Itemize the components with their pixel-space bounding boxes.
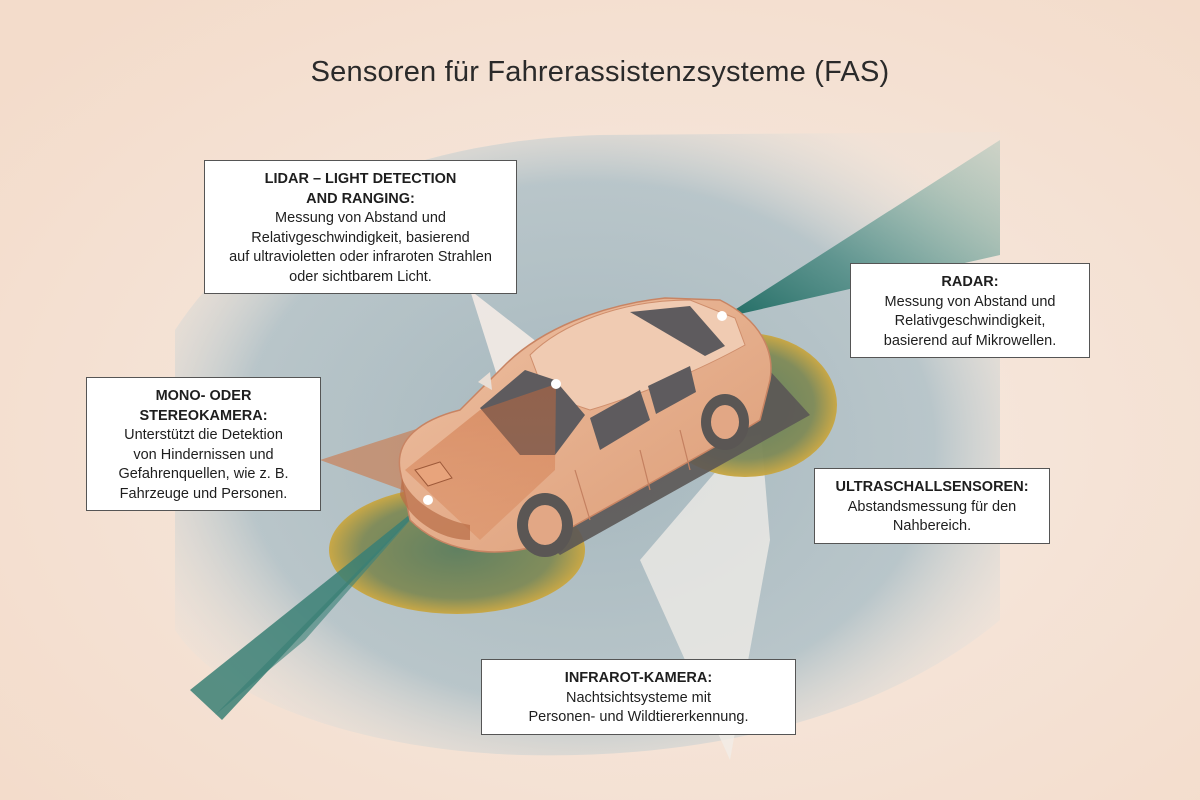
lidar-description: Messung von Abstand und Relativgeschwind… — [229, 210, 492, 285]
car — [398, 297, 772, 557]
camera-beam-core — [190, 500, 428, 720]
ultrasonic-heading: ULTRASCHALLSENSOREN: — [835, 479, 1029, 495]
camera-heading: MONO- ODER STEREOKAMERA: — [139, 388, 268, 424]
diagram-title: Sensoren für Fahrerassistenzsysteme (FAS… — [310, 56, 890, 88]
radar-label-box: RADAR: Messung von Abstand und Relativge… — [850, 263, 1090, 358]
camera-sensor-dot — [423, 495, 433, 505]
lidar-label-box: LIDAR – LIGHT DETECTION AND RANGING: Mes… — [204, 160, 517, 294]
camera-description: Unterstützt die Detektion von Hinderniss… — [118, 427, 289, 502]
ultrasonic-description: Abstandsmessung für den Nahbereich. — [847, 498, 1017, 535]
infrared-heading: INFRAROT-KAMERA: — [564, 670, 713, 686]
infrared-description: Nachtsichtsysteme mit Personen- und Wild… — [528, 689, 749, 726]
lidar-sensor-dot — [551, 379, 561, 389]
radar-heading: RADAR: — [941, 274, 999, 290]
camera-label-box: MONO- ODER STEREOKAMERA: Unterstützt die… — [86, 377, 321, 511]
lidar-heading: LIDAR – LIGHT DETECTION AND RANGING: — [264, 171, 457, 207]
radar-description: Messung von Abstand und Relativgeschwind… — [883, 293, 1057, 349]
radar-beam — [722, 140, 1000, 318]
ultrasonic-label-box: ULTRASCHALLSENSOREN: Abstandsmessung für… — [814, 468, 1050, 544]
radar-sensor-dot — [717, 311, 727, 321]
infrared-label-box: INFRAROT-KAMERA: Nachtsichtsysteme mit P… — [481, 659, 796, 735]
